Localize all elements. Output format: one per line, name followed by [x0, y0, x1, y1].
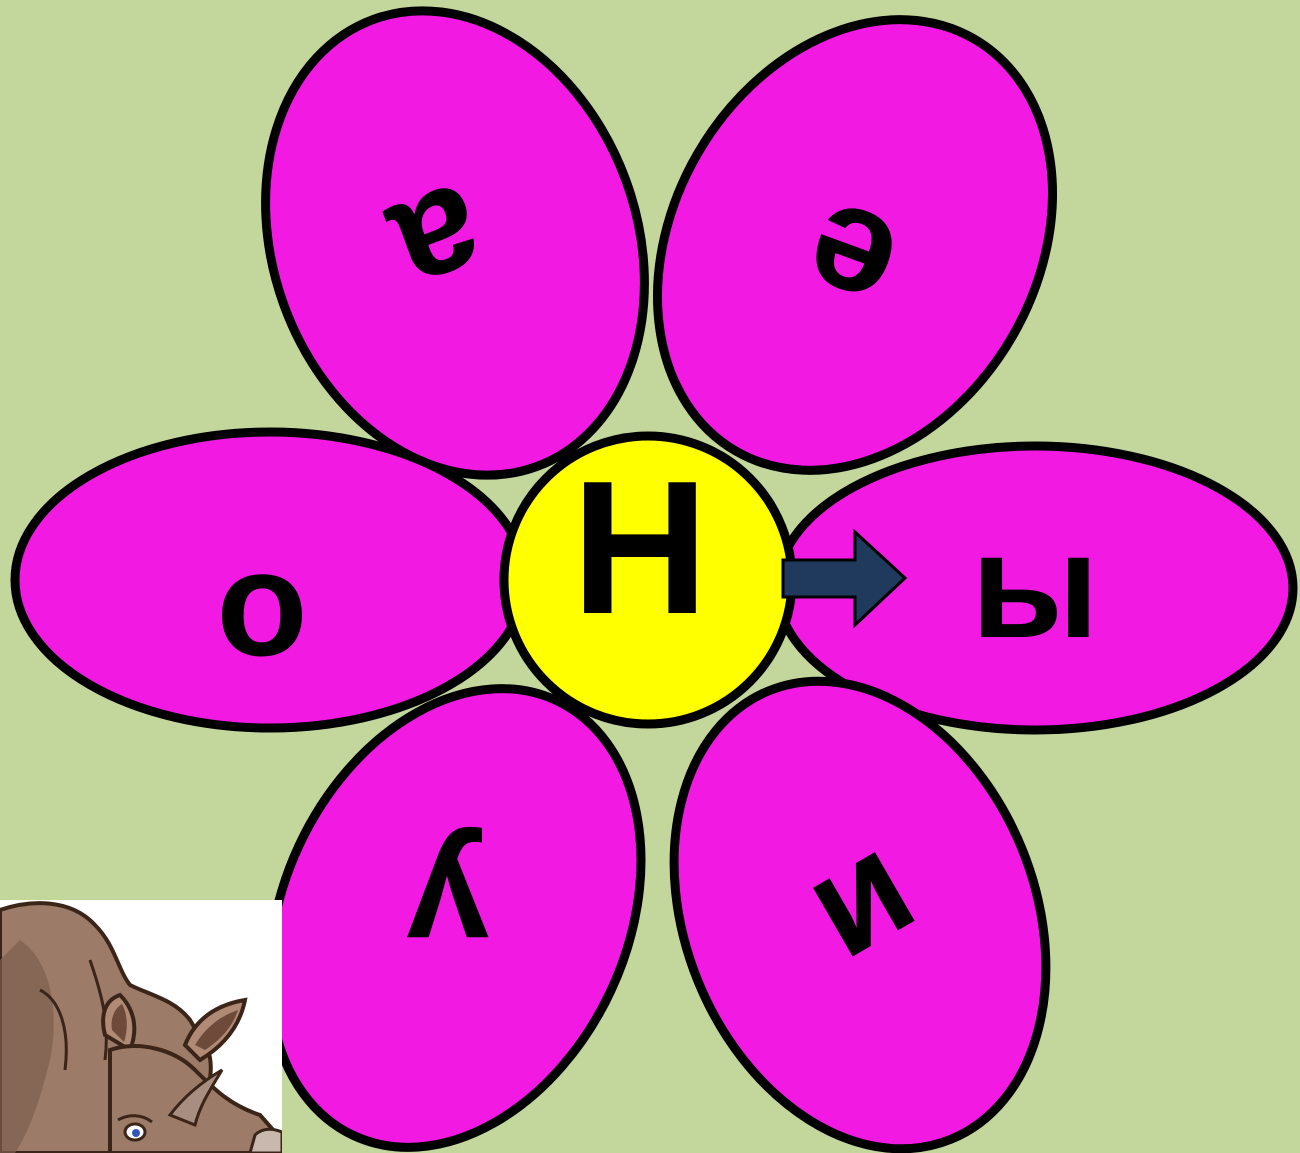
- center-letter: Н: [571, 442, 708, 654]
- rhino-icon: [0, 900, 282, 1153]
- flower-center[interactable]: Н: [504, 436, 792, 724]
- petal-left[interactable]: о: [15, 432, 525, 728]
- petal-bottom-left-letter: у: [406, 826, 489, 994]
- petal-left-letter: о: [216, 519, 308, 687]
- petal-right-letter: ы: [971, 501, 1099, 669]
- rhino-illustration: [0, 900, 282, 1153]
